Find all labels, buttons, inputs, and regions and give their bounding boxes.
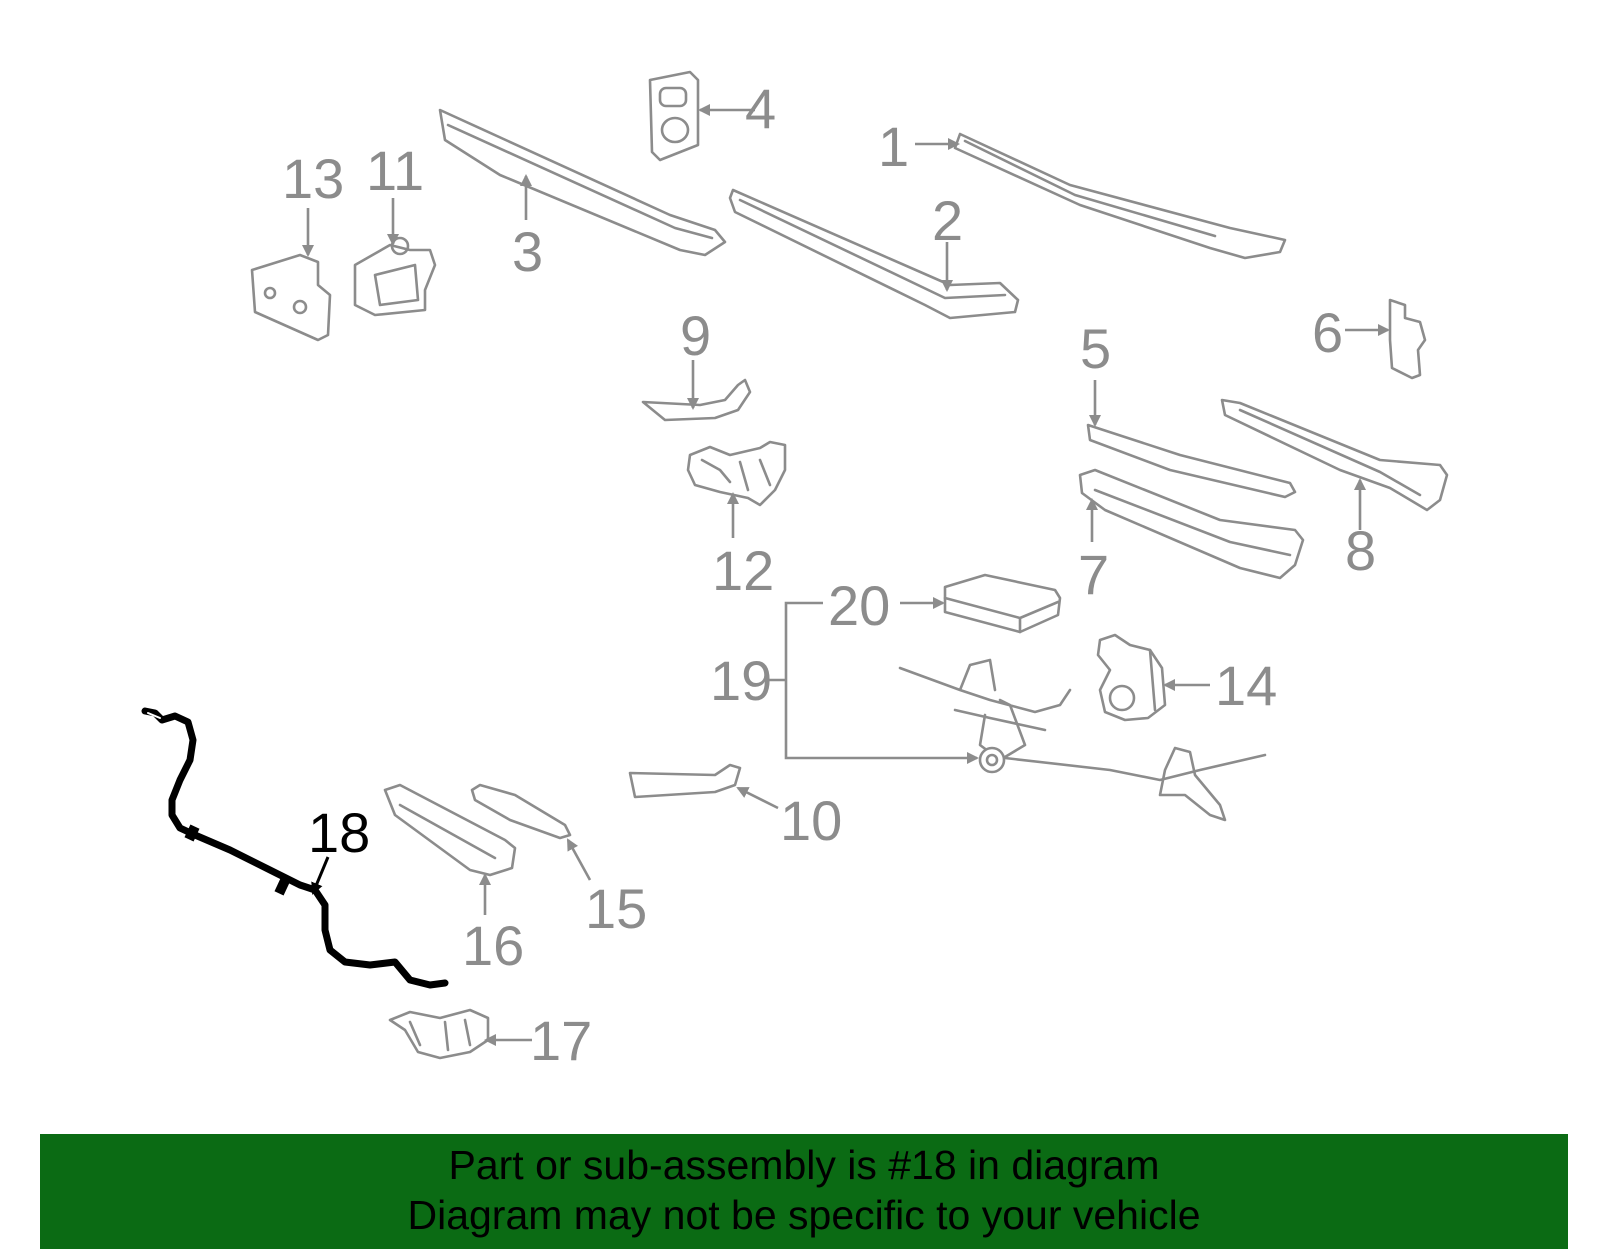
callout-12: 12 (712, 539, 774, 602)
part-15-panel: 15 (470, 783, 647, 940)
callout-19: 19 (710, 649, 772, 712)
callout-2: 2 (932, 189, 963, 252)
callout-13: 13 (282, 147, 344, 210)
callout-18: 18 (308, 801, 370, 864)
callout-16: 16 (462, 914, 524, 977)
banner-line-1: Part or sub-assembly is #18 in diagram (448, 1142, 1160, 1188)
part-19-assembly: 19 (710, 601, 1267, 822)
part-3-rail: 3 (438, 108, 727, 283)
part-20-module: 20 (828, 573, 1062, 637)
callout-4: 4 (745, 77, 776, 140)
callout-9: 9 (680, 304, 711, 367)
part-1-rail: 1 (878, 115, 1287, 260)
part-7-channel: 7 (1078, 468, 1305, 606)
part-2-rail: 2 (728, 188, 1020, 320)
callout-15: 15 (585, 877, 647, 940)
part-11-hinge: 11 (353, 139, 437, 317)
callout-7: 7 (1078, 543, 1109, 606)
part-5-strip: 5 (1080, 317, 1297, 499)
part-8-rail: 8 (1220, 398, 1449, 582)
part-9-bracket: 9 (641, 304, 752, 422)
callout-17: 17 (530, 1009, 592, 1072)
part-13-bracket: 13 (250, 147, 344, 342)
part-16-panel: 16 (383, 783, 524, 977)
callout-5: 5 (1080, 317, 1111, 380)
part-17-pump: 17 (388, 1008, 592, 1072)
callout-6: 6 (1312, 301, 1343, 364)
callout-10: 10 (780, 789, 842, 852)
callout-1: 1 (878, 115, 909, 178)
callout-14: 14 (1215, 654, 1277, 717)
part-4-bracket: 4 (648, 70, 776, 162)
callout-8: 8 (1345, 519, 1376, 582)
banner-line-2: Diagram may not be specific to your vehi… (407, 1192, 1201, 1238)
part-6-bracket: 6 (1312, 298, 1427, 380)
part-12-hinge: 12 (686, 440, 787, 602)
callout-11: 11 (366, 139, 424, 202)
part-18-hose: 18 (141, 707, 449, 989)
info-banner: Part or sub-assembly is #18 in diagram D… (40, 1134, 1568, 1249)
callout-3: 3 (512, 220, 543, 283)
callout-20: 20 (828, 574, 890, 637)
part-10-bracket: 10 (628, 763, 842, 852)
part-14-motor: 14 (1096, 633, 1277, 722)
